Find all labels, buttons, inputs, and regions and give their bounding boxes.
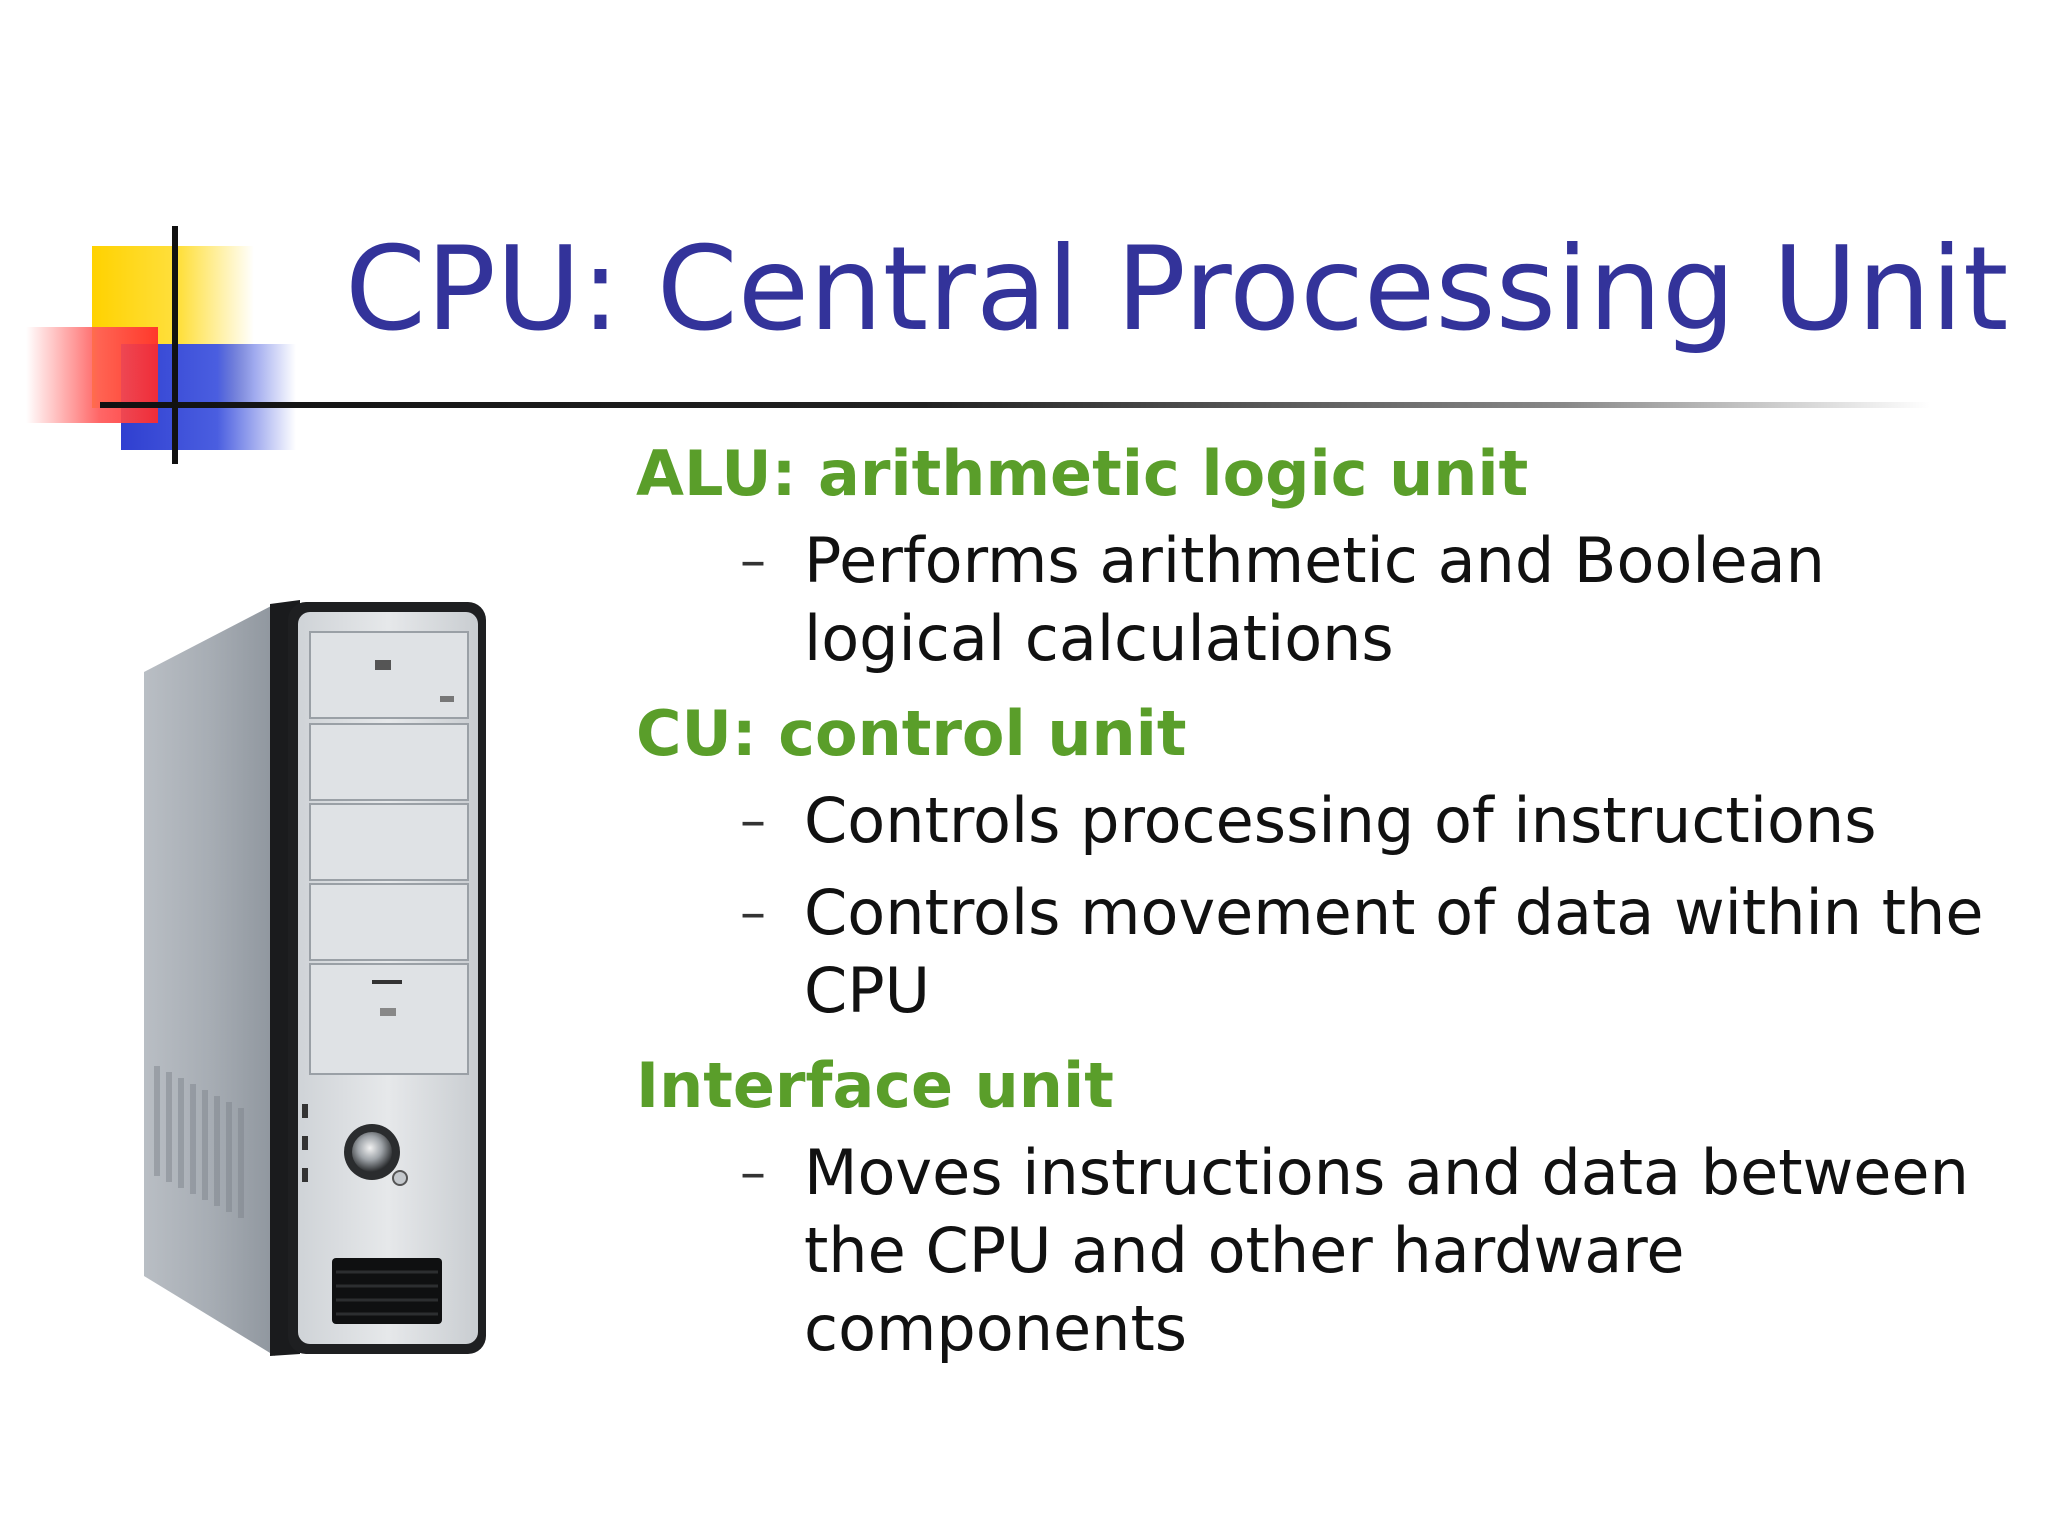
bullet-dash: – [740, 791, 766, 851]
bullet-dash: – [740, 531, 766, 591]
desktop-tower-pc-icon [144, 600, 486, 1356]
section-interface: Interface unit – Moves instructions and … [636, 1044, 2016, 1368]
bullet-dash: – [740, 1143, 766, 1203]
bullet-dash: – [740, 883, 766, 943]
bullet-item: – Moves instructions and data between th… [636, 1134, 2016, 1368]
title-divider [100, 402, 1930, 408]
bullet-text: Moves instructions and data between the … [804, 1136, 1969, 1365]
section-heading: Interface unit [636, 1049, 1114, 1122]
slide-title: CPU: Central Processing Unit [345, 222, 2009, 357]
bullet-item: – Performs arithmetic and Boolean logica… [636, 522, 2016, 678]
bullet-list: – Controls processing of instructions – … [636, 782, 2016, 1030]
bullet-list: – Performs arithmetic and Boolean logica… [636, 522, 2016, 678]
bullet-text: Performs arithmetic and Boolean logical … [804, 524, 1825, 675]
bullet-item: – Controls movement of data within the C… [636, 874, 2016, 1030]
section-heading: ALU: arithmetic logic unit [636, 437, 1529, 510]
red-square-decoration [26, 327, 158, 423]
bullet-list: – Moves instructions and data between th… [636, 1134, 2016, 1368]
section-heading: CU: control unit [636, 697, 1187, 770]
corner-decoration [0, 0, 330, 480]
section-alu: ALU: arithmetic logic unit – Performs ar… [636, 432, 2016, 678]
vertical-line-decoration [172, 226, 178, 464]
slide-content: ALU: arithmetic logic unit – Performs ar… [636, 432, 2016, 1382]
section-cu: CU: control unit – Controls processing o… [636, 692, 2016, 1030]
bullet-text: Controls movement of data within the CPU [804, 876, 1984, 1027]
bullet-item: – Controls processing of instructions [636, 782, 2016, 860]
bullet-text: Controls processing of instructions [804, 784, 1877, 857]
